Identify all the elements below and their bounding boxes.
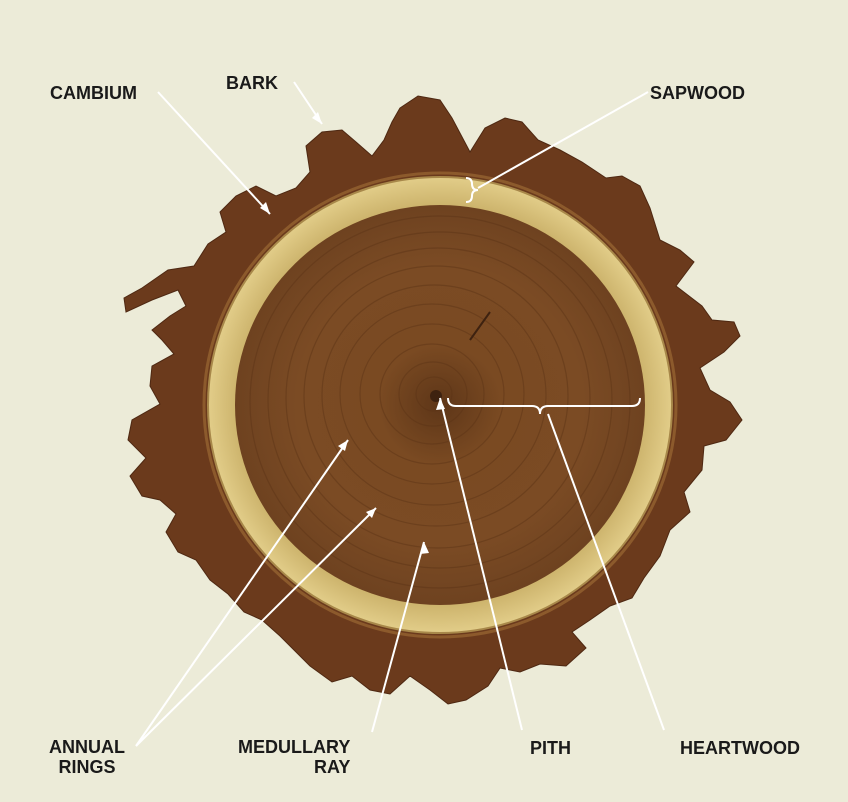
leader-lines <box>135 81 665 747</box>
annual-rings <box>249 215 631 589</box>
label-medullary-ray: MEDULLARY RAY <box>238 737 350 777</box>
label-medullary-ray-line2: RAY <box>313 757 351 777</box>
label-heartwood: HEARTWOOD <box>680 738 800 758</box>
label-pith: PITH <box>530 738 572 758</box>
pith <box>430 390 442 402</box>
label-bark: BARK <box>226 73 278 93</box>
label-annual-rings: ANNUAL RINGS <box>49 737 125 777</box>
label-medullary-ray-line1: MEDULLARY <box>238 737 351 757</box>
label-annual-rings-line2: RINGS <box>58 757 116 777</box>
leader-arrowheads <box>260 112 445 554</box>
label-sapwood: SAPWOOD <box>650 83 746 103</box>
cambium-layer <box>202 171 678 639</box>
medullary-ray-crack <box>469 311 491 341</box>
label-cambium: CAMBIUM <box>50 83 137 103</box>
label-annual-rings-line1: ANNUAL <box>49 737 125 757</box>
